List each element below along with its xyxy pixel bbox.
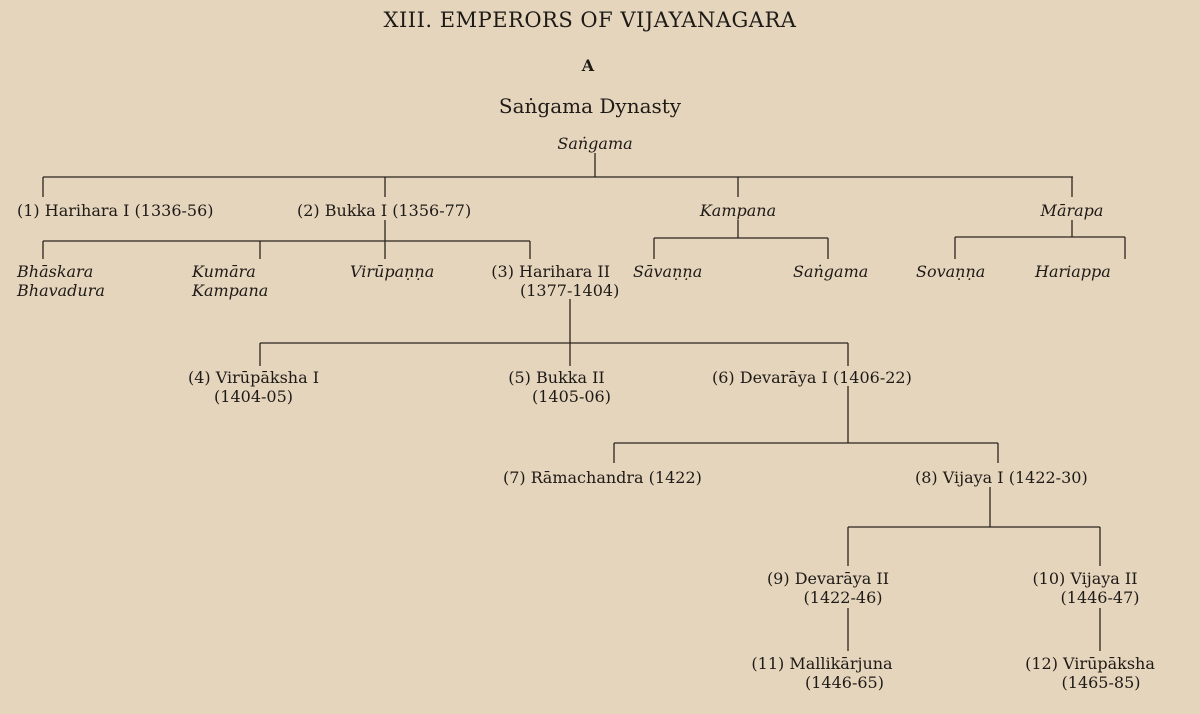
- node-vijaya-1: (8) Vijaya I (1422-30): [915, 468, 1088, 487]
- node-savanna: Sāvaṇṇa: [633, 262, 703, 281]
- node-name: Kumāra: [192, 262, 256, 281]
- node-harihara-2: (3) Harihara II (1377-1404): [482, 262, 619, 300]
- node-reign: (1446-47): [1060, 588, 1140, 607]
- node-kampana: Kampana: [699, 201, 777, 220]
- node-sovanna: Sovaṇṇa: [916, 262, 986, 281]
- node-mallikarjuna: (11) Mallikārjuna (1446-65): [751, 654, 892, 692]
- node-name: (3) Harihara II: [491, 262, 611, 281]
- node-reign: (1405-06): [532, 387, 611, 406]
- node-kumara-kampana: Kumāra Kampana: [192, 262, 268, 300]
- node-devaraya-2: (9) Devarāya II (1422-46): [767, 569, 889, 607]
- node-name: (4) Virūpāksha I: [188, 368, 320, 387]
- node-name-alt: Bhavadura: [17, 281, 105, 300]
- node-name: (5) Bukka II: [508, 368, 605, 387]
- node-sangama: Saṅgama: [793, 262, 869, 281]
- node-virupaksha-1: (4) Virūpāksha I (1404-05): [188, 368, 319, 406]
- node-reign: (1377-1404): [520, 281, 620, 300]
- node-sangama-root: Saṅgama: [557, 134, 633, 153]
- node-bukka-1: (2) Bukka I (1356-77): [297, 201, 472, 220]
- node-ramachandra: (7) Rāmachandra (1422): [503, 468, 702, 487]
- node-virupaksha: (12) Virūpāksha (1465-85): [1025, 654, 1155, 692]
- node-virupanna: Virūpaṇṇa: [350, 262, 435, 281]
- node-reign: (1446-65): [805, 673, 884, 692]
- node-reign: (1465-85): [1061, 673, 1141, 692]
- node-reign: (1404-05): [214, 387, 293, 406]
- node-harihara-1: (1) Harihara I (1336-56): [17, 201, 214, 220]
- node-name: (9) Devarāya II: [766, 569, 890, 588]
- node-name: (11) Mallikārjuna: [751, 654, 893, 673]
- node-name: (10) Vijaya II: [1032, 569, 1138, 588]
- node-devaraya-1: (6) Devarāya I (1406-22): [712, 368, 912, 387]
- dynasty-title: Saṅgama Dynasty: [498, 94, 682, 118]
- node-marapa: Mārapa: [1040, 201, 1104, 220]
- section-label: A: [581, 56, 595, 75]
- node-hariappa: Hariappa: [1035, 262, 1111, 281]
- node-bukka-2: (5) Bukka II (1405-06): [502, 368, 611, 406]
- node-name: Bhāskara: [17, 262, 94, 281]
- page-title: XIII. EMPERORS OF VIJAYANAGARA: [383, 8, 797, 32]
- node-reign: (1422-46): [803, 588, 883, 607]
- node-name: (12) Virūpāksha: [1025, 654, 1155, 673]
- node-name-alt: Kampana: [192, 281, 269, 300]
- node-bhaskara: Bhāskara Bhavadura: [17, 262, 105, 300]
- node-vijaya-2: (10) Vijaya II (1446-47): [1031, 569, 1140, 607]
